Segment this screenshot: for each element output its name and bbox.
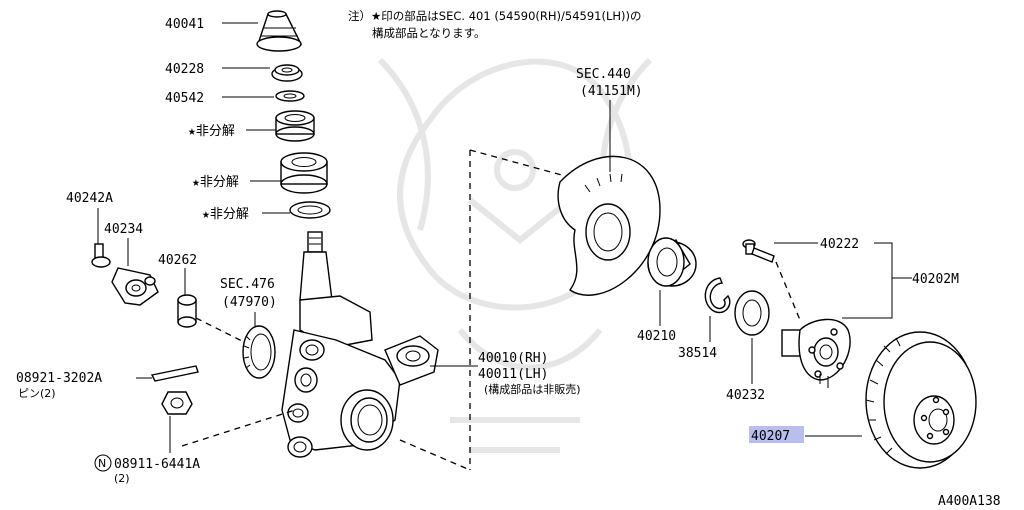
note-line-2: 構成部品となります。 xyxy=(372,26,486,40)
sensor-rotor-ring[interactable] xyxy=(242,325,276,379)
wheel-hub-40202m[interactable] xyxy=(781,318,851,388)
label-40234[interactable]: 40234 xyxy=(104,222,143,237)
label-08921-sub[interactable]: ピン(2) xyxy=(18,387,56,400)
label-40041[interactable]: 40041 xyxy=(165,17,204,32)
label-08921[interactable]: 08921-3202A xyxy=(16,371,102,386)
highlight-40207 xyxy=(749,426,804,443)
inner-bearing-small[interactable] xyxy=(275,110,315,142)
label-40232[interactable]: 40232 xyxy=(726,388,765,403)
label-sec440-sub[interactable]: (41151M) xyxy=(580,84,643,99)
bushing-40262[interactable] xyxy=(177,294,197,328)
backing-plate-sec440[interactable] xyxy=(557,155,661,296)
snap-ring-38514[interactable] xyxy=(704,277,731,314)
steering-knuckle[interactable] xyxy=(281,231,439,458)
label-40210[interactable]: 40210 xyxy=(637,329,676,344)
label-sec476[interactable]: SEC.476 xyxy=(220,277,275,292)
label-star-2[interactable]: ★非分解 xyxy=(192,175,239,190)
label-star-1[interactable]: ★非分解 xyxy=(188,124,235,139)
note-line-1: 注）★印の部品はSEC. 401 (54590(RH)/54591(LH))の xyxy=(348,9,641,23)
nut-08911[interactable] xyxy=(161,391,193,415)
label-sec440[interactable]: SEC.440 xyxy=(576,67,631,82)
boot-40041[interactable] xyxy=(256,10,303,52)
label-08911-sub[interactable]: (2) xyxy=(114,472,130,485)
label-40202m[interactable]: 40202M xyxy=(912,272,959,287)
label-40242a[interactable]: 40242A xyxy=(66,191,113,206)
wheel-bearing-40210[interactable] xyxy=(647,237,697,287)
label-40207[interactable]: 40207 xyxy=(751,429,790,444)
washer-40542[interactable] xyxy=(275,90,305,102)
pin-08921[interactable] xyxy=(150,365,199,382)
label-40011[interactable]: 40011(LH) xyxy=(478,367,548,382)
label-star-3[interactable]: ★非分解 xyxy=(202,207,249,222)
nut-40228[interactable] xyxy=(271,64,303,82)
label-40011-note[interactable]: (構成部品は非販売) xyxy=(484,382,581,396)
label-40228[interactable]: 40228 xyxy=(165,62,204,77)
hub-bolt-40222[interactable] xyxy=(742,239,775,263)
sensor-bracket-40234[interactable] xyxy=(111,267,159,306)
brake-rotor-40207[interactable] xyxy=(865,331,977,469)
figure-code: A400A138 xyxy=(938,494,1001,509)
label-40222[interactable]: 40222 xyxy=(820,237,859,252)
label-40542[interactable]: 40542 xyxy=(165,91,204,106)
bolt-40242a[interactable] xyxy=(91,243,111,268)
label-08911[interactable]: 08911-6441A xyxy=(114,457,200,472)
label-40010[interactable]: 40010(RH) xyxy=(478,351,548,366)
label-38514[interactable]: 38514 xyxy=(678,346,717,361)
label-sec476-sub[interactable]: (47970) xyxy=(222,295,277,310)
label-40262[interactable]: 40262 xyxy=(158,253,197,268)
grease-seal[interactable] xyxy=(289,201,331,219)
outer-bearing-large[interactable] xyxy=(280,152,328,194)
label-08911-prefix: N xyxy=(98,457,106,470)
seal-40232[interactable] xyxy=(734,290,770,336)
